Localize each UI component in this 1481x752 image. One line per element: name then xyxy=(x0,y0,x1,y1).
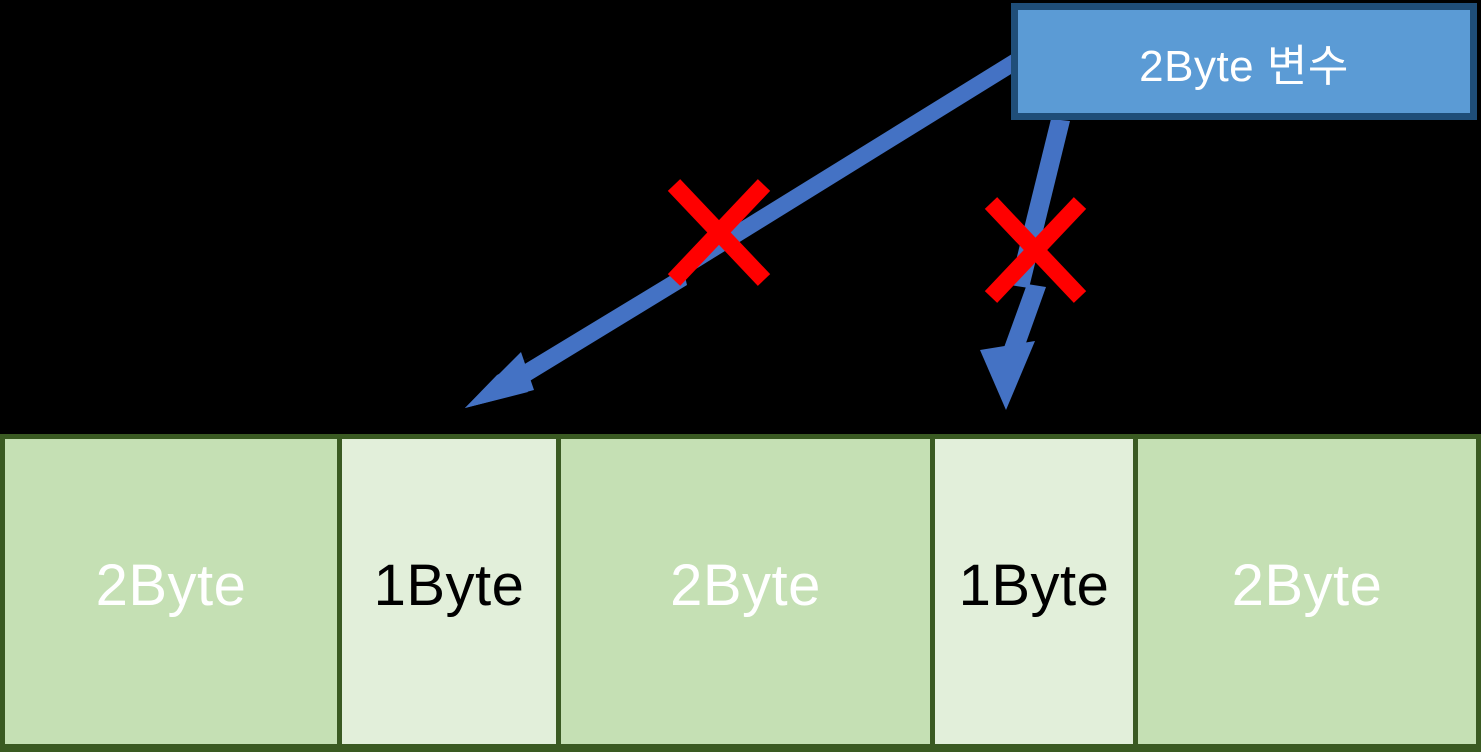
memory-cell: 2Byte xyxy=(0,434,337,752)
memory-cell: 1Byte xyxy=(337,434,556,752)
memory-cell-label: 1Byte xyxy=(373,553,525,618)
vertical-arrow xyxy=(980,119,1070,410)
memory-cell: 2Byte xyxy=(1133,434,1481,752)
diagonal-arrow xyxy=(465,54,1016,408)
memory-strip: 2Byte 1Byte 2Byte 1Byte 2Byte xyxy=(0,434,1481,752)
memory-cell: 1Byte xyxy=(930,434,1133,752)
memory-cell: 2Byte xyxy=(556,434,930,752)
memory-cell-label: 2Byte xyxy=(670,553,821,618)
variable-box: 2Byte 변수 xyxy=(1011,3,1477,120)
variable-box-label: 2Byte 변수 xyxy=(1139,41,1349,91)
x-mark-left-icon xyxy=(667,179,771,286)
memory-cell-label: 1Byte xyxy=(958,553,1110,618)
memory-cell-label: 2Byte xyxy=(1231,553,1383,618)
memory-cell-label: 2Byte xyxy=(95,553,247,618)
x-mark-right-icon xyxy=(984,197,1087,303)
